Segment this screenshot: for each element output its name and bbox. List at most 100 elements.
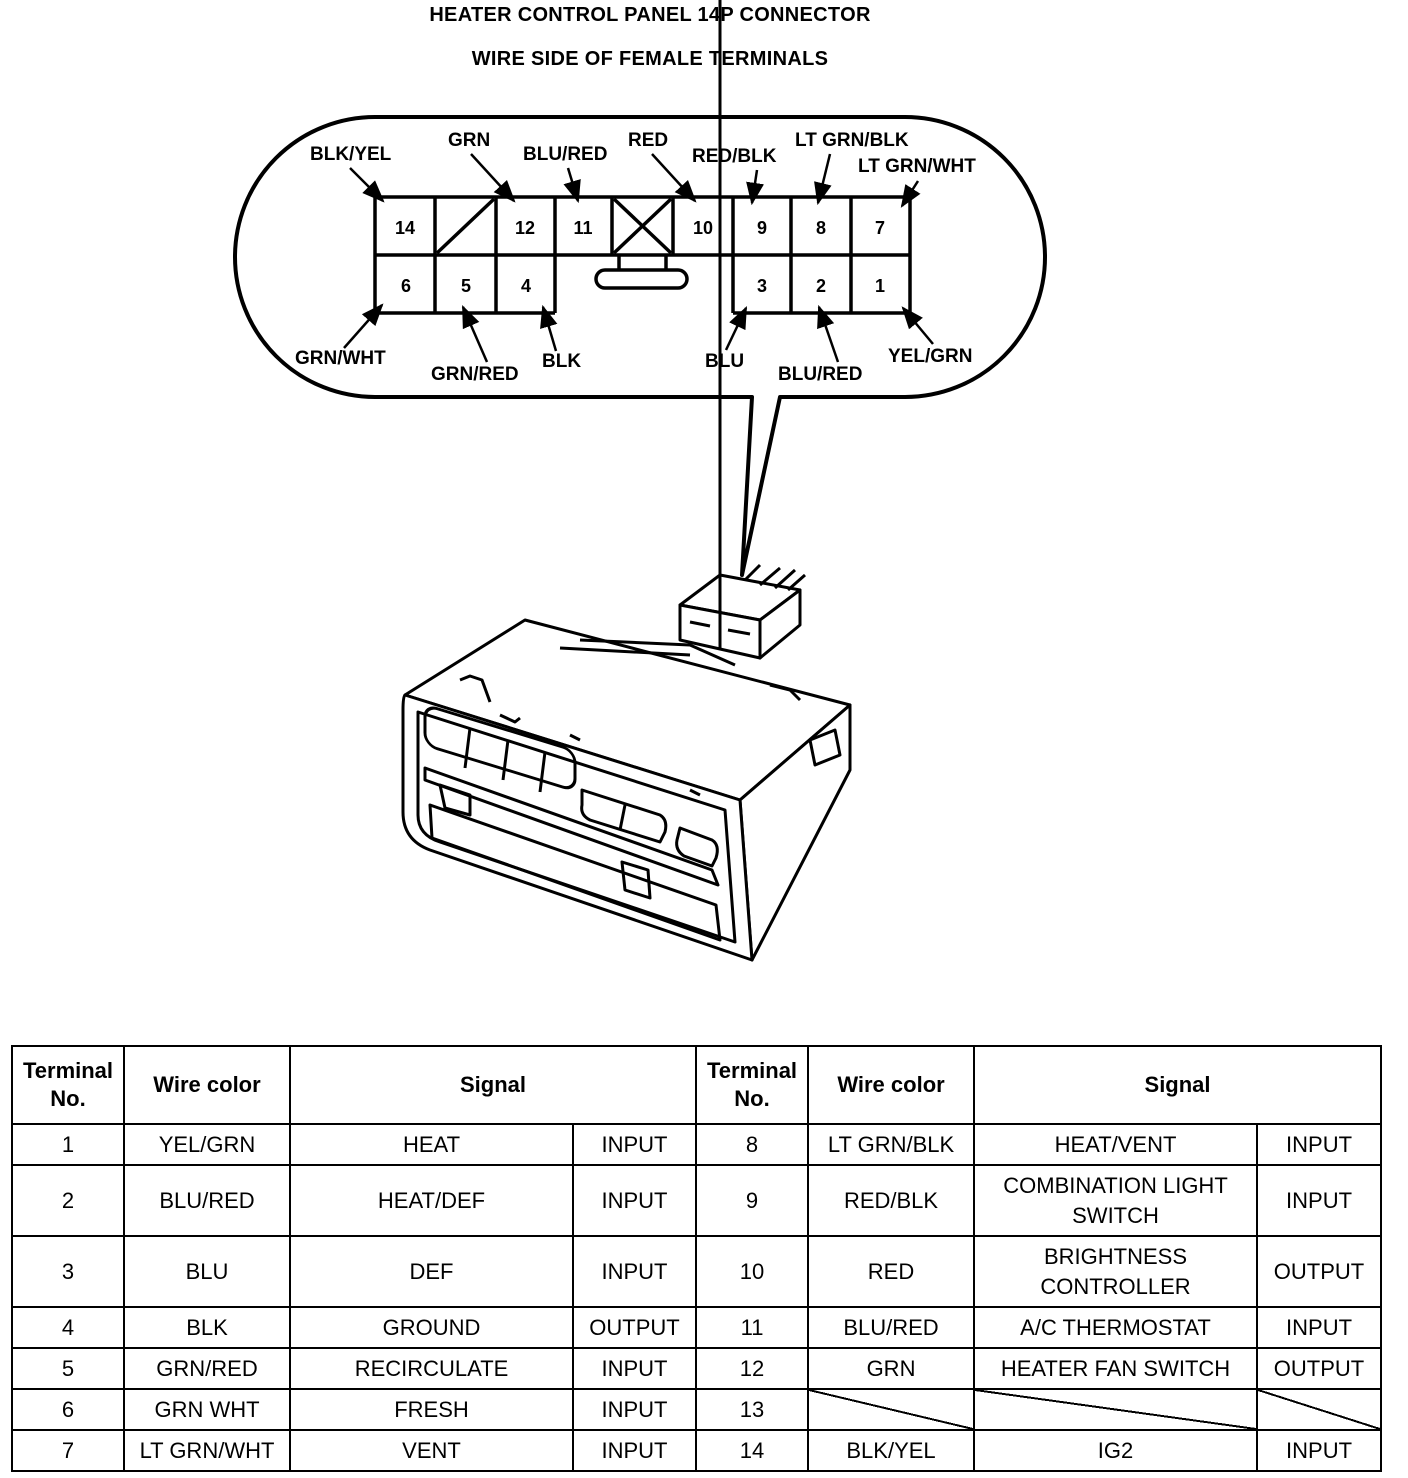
table-row: 4 BLK GROUND OUTPUT 11 BLU/RED A/C THERM…	[11, 1306, 1383, 1349]
pin-number-8: 8	[816, 218, 826, 238]
signal: DEF	[289, 1235, 574, 1308]
signal-direction: INPUT	[1256, 1429, 1383, 1472]
wire-color: BLU	[123, 1235, 291, 1308]
terminal-no: 9	[695, 1164, 810, 1237]
wire-label-1: YEL/GRN	[888, 346, 972, 367]
wire-label-11: BLU/RED	[523, 144, 607, 165]
table-header-row: Terminal No. Wire color Signal Terminal …	[11, 1045, 1383, 1125]
wire-label-6: GRN/WHT	[295, 348, 386, 369]
table-row: 1 YEL/GRN HEAT INPUT 8 LT GRN/BLK HEAT/V…	[11, 1123, 1383, 1166]
terminal-table: Terminal No. Wire color Signal Terminal …	[11, 1045, 1383, 1472]
terminal-no: 10	[695, 1235, 810, 1308]
wire-label-3: BLU	[705, 351, 744, 372]
signal: IG2	[973, 1429, 1259, 1472]
signal: COMBINATION LIGHT SWITCH	[973, 1164, 1259, 1237]
unused-cell	[807, 1388, 976, 1431]
wire-color: BLK	[123, 1306, 291, 1349]
signal: HEATER FAN SWITCH	[973, 1347, 1259, 1390]
wire-label-4: BLK	[542, 351, 581, 372]
signal: VENT	[289, 1429, 574, 1472]
pin-number-14: 14	[395, 218, 415, 238]
signal-direction: OUTPUT	[1256, 1347, 1383, 1390]
unused-cell	[973, 1388, 1259, 1431]
table-row: 6 GRN WHT FRESH INPUT 13	[11, 1388, 1383, 1431]
pin-number-2: 2	[816, 276, 826, 296]
terminal-no: 11	[695, 1306, 810, 1349]
header-signal: Signal	[973, 1045, 1383, 1125]
pin-number-12: 12	[515, 218, 535, 238]
header-signal: Signal	[288, 1045, 698, 1125]
signal-direction: INPUT	[1256, 1123, 1383, 1166]
wire-color: RED	[807, 1235, 976, 1308]
heater-control-panel-illustration	[401, 0, 852, 962]
signal-direction: INPUT	[571, 1429, 698, 1472]
wire-color: RED/BLK	[807, 1164, 976, 1237]
connector-callout-bubble	[233, 115, 1047, 577]
pin-number-3: 3	[757, 276, 767, 296]
pin-number-9: 9	[757, 218, 767, 238]
pin-number-10: 10	[693, 218, 713, 238]
signal: RECIRCULATE	[289, 1347, 574, 1390]
wire-label-9: RED/BLK	[692, 146, 777, 167]
signal-direction: INPUT	[571, 1388, 698, 1431]
signal: BRIGHTNESS CONTROLLER	[973, 1235, 1259, 1308]
pin-number-7: 7	[875, 218, 885, 238]
terminal-no: 1	[11, 1123, 125, 1166]
connector-diagram: 14 12 11 10 9 8 7 6 5 4 3 2 1 BLK/YEL GR…	[233, 0, 1047, 962]
wire-label-14: BLK/YEL	[310, 144, 392, 165]
table-row: 2 BLU/RED HEAT/DEF INPUT 9 RED/BLK COMBI…	[11, 1164, 1383, 1237]
terminal-no: 4	[11, 1306, 125, 1349]
signal: HEAT/DEF	[289, 1164, 574, 1237]
header-terminal-no: Terminal No.	[11, 1045, 125, 1125]
wire-label-2: BLU/RED	[778, 364, 862, 385]
terminal-no: 2	[11, 1164, 125, 1237]
wire-color: GRN WHT	[123, 1388, 291, 1431]
signal-direction: INPUT	[571, 1235, 698, 1308]
terminal-no: 7	[11, 1429, 125, 1472]
signal-direction: INPUT	[1256, 1306, 1383, 1349]
signal-direction: OUTPUT	[571, 1306, 698, 1349]
signal-direction: OUTPUT	[1256, 1235, 1383, 1308]
signal-direction: INPUT	[1256, 1164, 1383, 1237]
signal: HEAT/VENT	[973, 1123, 1259, 1166]
signal: GROUND	[289, 1306, 574, 1349]
terminal-no: 6	[11, 1388, 125, 1431]
diagram-title: HEATER CONTROL PANEL 14P CONNECTOR	[429, 4, 871, 26]
terminal-no: 8	[695, 1123, 810, 1166]
signal-direction: INPUT	[571, 1164, 698, 1237]
diagram-subtitle: WIRE SIDE OF FEMALE TERMINALS	[471, 48, 829, 70]
signal: HEAT	[289, 1123, 574, 1166]
wire-label-5: GRN/RED	[431, 364, 519, 385]
terminal-no: 13	[695, 1388, 810, 1431]
pin-number-5: 5	[461, 276, 471, 296]
header-wire-color: Wire color	[807, 1045, 976, 1125]
wire-color: LT GRN/WHT	[123, 1429, 291, 1472]
pin-number-11: 11	[573, 218, 592, 238]
wire-color: YEL/GRN	[123, 1123, 291, 1166]
terminal-no: 12	[695, 1347, 810, 1390]
connector-face	[373, 195, 912, 315]
wire-color: BLU/RED	[807, 1306, 976, 1349]
signal: A/C THERMOSTAT	[973, 1306, 1259, 1349]
header-terminal-no: Terminal No.	[695, 1045, 810, 1125]
pin-number-6: 6	[401, 276, 411, 296]
wire-label-7: LT GRN/WHT	[858, 156, 976, 177]
wire-label-8: LT GRN/BLK	[795, 130, 909, 151]
table-row: 7 LT GRN/WHT VENT INPUT 14 BLK/YEL IG2 I…	[11, 1429, 1383, 1472]
wire-color: LT GRN/BLK	[807, 1123, 976, 1166]
header-wire-color: Wire color	[123, 1045, 291, 1125]
wire-label-12: GRN	[448, 130, 490, 151]
terminal-no: 14	[695, 1429, 810, 1472]
table-row: 3 BLU DEF INPUT 10 RED BRIGHTNESS CONTRO…	[11, 1235, 1383, 1308]
table-row: 5 GRN/RED RECIRCULATE INPUT 12 GRN HEATE…	[11, 1347, 1383, 1390]
pin-number-4: 4	[521, 276, 531, 296]
terminal-no: 3	[11, 1235, 125, 1308]
signal: FRESH	[289, 1388, 574, 1431]
wire-color: BLU/RED	[123, 1164, 291, 1237]
signal-direction: INPUT	[571, 1123, 698, 1166]
wire-color: BLK/YEL	[807, 1429, 976, 1472]
unused-cell	[1256, 1388, 1383, 1431]
wire-color: GRN	[807, 1347, 976, 1390]
wire-color: GRN/RED	[123, 1347, 291, 1390]
wire-label-10: RED	[628, 130, 668, 151]
